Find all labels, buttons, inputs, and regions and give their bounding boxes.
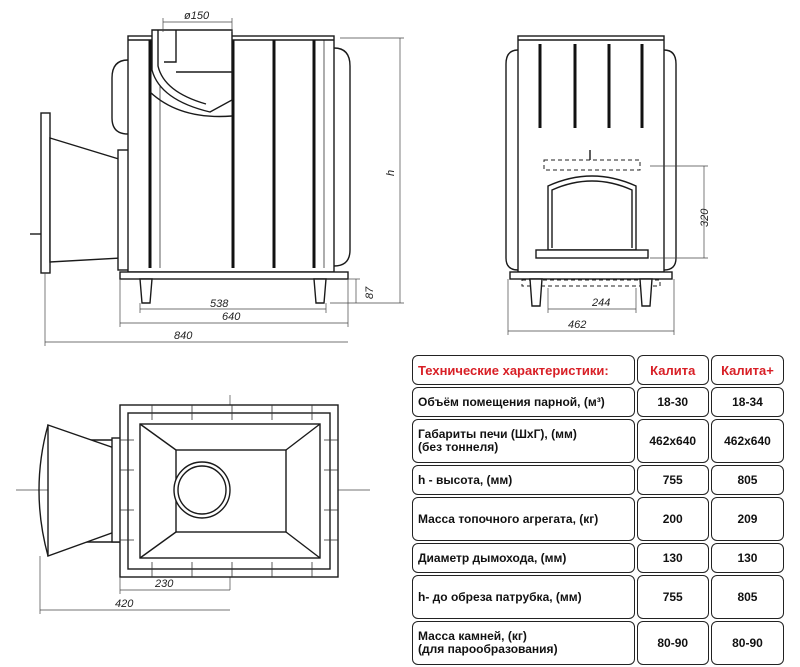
header-param: Технические характеристики: — [412, 355, 635, 385]
header-col1: Калита — [636, 355, 709, 385]
row-value-2: 462х640 — [710, 419, 784, 463]
row-label: Масса топочного агрегата, (кг) — [418, 511, 599, 526]
row-label: Габариты печи (ШхГ), (мм) — [418, 427, 577, 441]
front-view: 320 244 462 — [505, 35, 711, 335]
row-label: Диаметр дымохода, (мм) — [418, 550, 567, 565]
table-header-row: Технические характеристики: Калита Калит… — [412, 355, 784, 385]
row-value-2: 805 — [710, 575, 784, 619]
door-sill — [535, 249, 649, 259]
dim-front-inner: 244 — [591, 297, 610, 309]
row-label: h- до обреза патрубка, (мм) — [418, 589, 582, 604]
row-value-1: 462х640 — [636, 419, 709, 463]
row-value-1: 200 — [636, 497, 709, 541]
row-value-1: 80-90 — [636, 621, 709, 665]
dim-pipe-diameter: ø150 — [184, 10, 210, 22]
row-value-1: 755 — [636, 575, 709, 619]
header-col2: Калита+ — [710, 355, 784, 385]
table-row: h- до обреза патрубка, (мм) 755 805 — [412, 575, 784, 619]
dim-front-width: 462 — [568, 319, 586, 331]
row-sublabel: (для парообразования) — [418, 642, 558, 656]
chimney-cutaway — [151, 29, 233, 113]
row-value-2: 80-90 — [710, 621, 784, 665]
row-value-1: 755 — [636, 465, 709, 495]
dim-legs-height: 87 — [364, 286, 376, 299]
table-row: h - высота, (мм) 755 805 — [412, 465, 784, 495]
dim-base-outer: 640 — [222, 311, 241, 323]
row-value-1: 130 — [636, 543, 709, 573]
right-panel — [333, 47, 351, 267]
tunnel-flange — [40, 112, 51, 274]
row-value-2: 18-34 — [710, 387, 784, 417]
row-label: h - высота, (мм) — [418, 472, 513, 487]
table-row: Диаметр дымохода, (мм) 130 130 — [412, 543, 784, 573]
table-row: Масса камней, (кг)(для парообразования) … — [412, 621, 784, 665]
table-row: Габариты печи (ШхГ), (мм)(без тоннеля) 4… — [412, 419, 784, 463]
dim-top-420: 420 — [115, 598, 134, 610]
table-row: Масса топочного агрегата, (кг) 200 209 — [412, 497, 784, 541]
stove-technical-drawing: ø150 h 87 538 640 840 — [16, 10, 711, 614]
leg-left — [139, 278, 153, 304]
row-sublabel: (без тоннеля) — [418, 440, 499, 454]
dim-top-230: 230 — [154, 578, 174, 590]
specifications-table: Технические характеристики: Калита Калит… — [410, 353, 786, 667]
row-label: Масса камней, (кг) — [418, 629, 527, 643]
table-row: Объём помещения парной, (м³) 18-30 18-34 — [412, 387, 784, 417]
tunnel — [49, 137, 123, 263]
top-view: 230 420 — [16, 395, 370, 614]
row-label: Объём помещения парной, (м³) — [418, 394, 605, 409]
dim-height: h — [385, 170, 397, 176]
top-chimney — [173, 461, 231, 519]
row-value-1: 18-30 — [636, 387, 709, 417]
dim-overall-length: 840 — [174, 330, 193, 342]
base-plate — [119, 271, 349, 280]
row-value-2: 130 — [710, 543, 784, 573]
row-value-2: 805 — [710, 465, 784, 495]
side-panel — [111, 59, 129, 135]
firebox-door — [547, 175, 637, 251]
dim-door-height: 320 — [699, 208, 711, 227]
front-base-plate — [509, 271, 673, 280]
dim-base-inner: 538 — [210, 298, 229, 310]
leg-right — [313, 278, 327, 304]
row-value-2: 209 — [710, 497, 784, 541]
side-view: ø150 h 87 538 640 840 — [30, 10, 404, 346]
